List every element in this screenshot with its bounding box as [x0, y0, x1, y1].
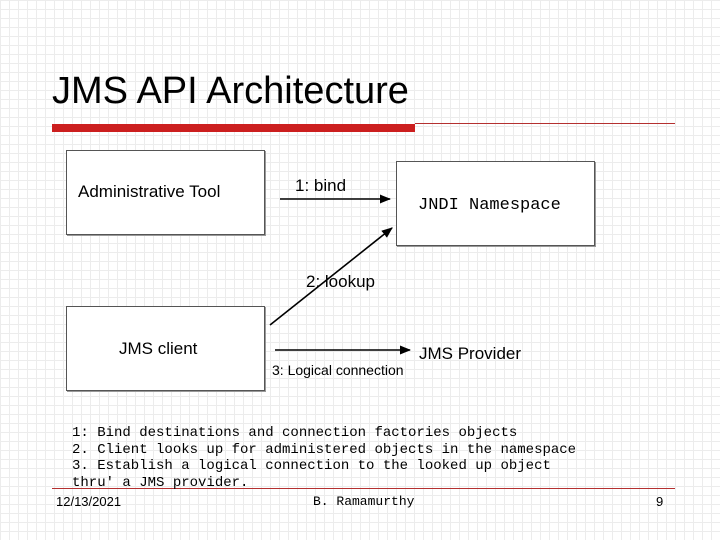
- footer-author: B. Ramamurthy: [313, 494, 415, 509]
- jms-provider-label: JMS Provider: [419, 344, 522, 363]
- footer-page-number: 9: [656, 494, 664, 509]
- note-line: thru' a JMS provider.: [72, 474, 249, 491]
- bind-arrow-label: 1: bind: [295, 176, 347, 195]
- note-line: 3. Establish a logical connection to the…: [72, 458, 551, 474]
- admin-tool-label: Administrative Tool: [78, 182, 221, 201]
- note-line: 1: Bind destinations and connection fact…: [72, 425, 518, 441]
- jms-client-box: [66, 306, 265, 391]
- explanation-notes: 1: Bind destinations and connection fact…: [72, 425, 576, 491]
- title-underline-rule: [415, 123, 675, 124]
- note-line: 2. Client looks up for administered obje…: [72, 441, 577, 458]
- slide-title: JMS API Architecture: [52, 70, 409, 112]
- jndi-namespace-box: [396, 161, 595, 246]
- jndi-namespace-label: JNDI Namespace: [418, 196, 561, 215]
- lookup-arrow-label: 2: lookup: [306, 272, 375, 291]
- logical-connection-label: 3: Logical connection: [272, 362, 404, 378]
- footer-date: 12/13/2021: [56, 494, 122, 509]
- jms-client-label: JMS client: [119, 339, 198, 358]
- footer-rule: [52, 488, 675, 489]
- title-underline-accent: [52, 124, 415, 132]
- admin-tool-box: [66, 150, 265, 235]
